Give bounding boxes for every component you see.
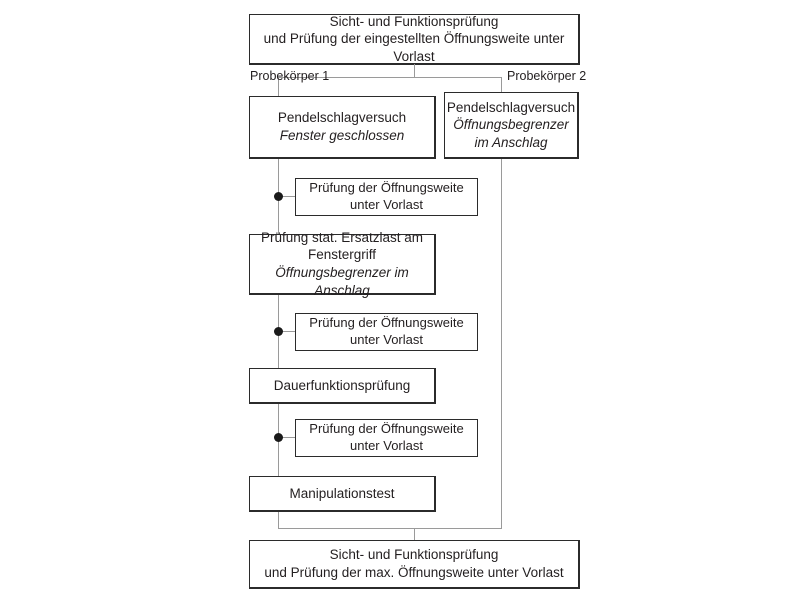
connector-left-spine xyxy=(278,96,279,528)
bullet-check-2 xyxy=(274,327,283,336)
box-pruefung-oeffnungsweite-3: Prüfung der Öffnungsweite unter Vorlast xyxy=(295,419,478,457)
branch-label-probekoerper-2: Probekörper 2 xyxy=(507,69,587,83)
box-top-line-1: Sicht- und Funktionsprüfung xyxy=(329,13,499,29)
connector-branch-left-drop xyxy=(278,77,279,96)
box-ersatzlast-line-1: Prüfung stat. Ersatzlast am xyxy=(260,229,424,245)
box-pendelschlag-left-line-1: Pendelschlagversuch xyxy=(277,110,407,126)
connector-right-spine xyxy=(501,92,502,528)
connector-check-1-stub xyxy=(282,196,295,197)
box-top-sicht-und-funktionspruefung: Sicht- und Funktionsprüfung und Prüfung … xyxy=(249,14,579,64)
box-bottom-line-1: Sicht- und Funktionsprüfung xyxy=(329,547,499,563)
box-manipulationstest: Manipulationstest xyxy=(249,476,435,511)
box-bottom-line-2: und Prüfung der max. Öffnungsweite unter… xyxy=(264,565,564,580)
box-check-2-line-2: unter Vorlast xyxy=(350,332,423,347)
box-dauerfunktionspruefung: Dauerfunktionsprüfung xyxy=(249,368,435,403)
bullet-check-3 xyxy=(274,433,283,442)
box-pruefung-oeffnungsweite-2: Prüfung der Öffnungsweite unter Vorlast xyxy=(295,313,478,351)
connector-bottom-stem xyxy=(414,528,415,540)
box-manipulationstest-line-1: Manipulationstest xyxy=(289,485,395,501)
box-pruefung-stat-ersatzlast: Prüfung stat. Ersatzlast am Fenstergriff… xyxy=(249,230,435,298)
box-pendelschlag-right-line-2: Öffnungsbegrenzer xyxy=(453,117,569,133)
box-check-3-line-1: Prüfung der Öffnungsweite xyxy=(309,421,464,437)
box-check-3-line-2: unter Vorlast xyxy=(350,438,423,453)
box-pendelschlag-right-line-1: Pendelschlagversuch xyxy=(446,99,576,115)
box-check-2-line-1: Prüfung der Öffnungsweite xyxy=(309,315,464,331)
box-check-1-line-1: Prüfung der Öffnungsweite xyxy=(309,180,464,196)
connector-check-3-stub xyxy=(282,437,295,438)
connector-top-stem xyxy=(414,64,415,78)
box-pendelschlagversuch-fenster-geschlossen: Pendelschlagversuch Fenster geschlossen xyxy=(249,96,435,158)
connector-check-2-stub xyxy=(282,331,295,332)
box-top-line-2: und Prüfung der eingestellten Öffnungswe… xyxy=(263,31,565,64)
connector-branch-right-drop xyxy=(501,77,502,92)
box-pendelschlag-left-line-2: Fenster geschlossen xyxy=(279,128,405,143)
bullet-check-1 xyxy=(274,192,283,201)
box-ersatzlast-line-2: Fenstergriff xyxy=(307,247,377,263)
box-check-1-line-2: unter Vorlast xyxy=(350,197,423,212)
box-dauerfunktionspruefung-line-1: Dauerfunktionsprüfung xyxy=(273,377,411,393)
connector-bottom-merge-bar xyxy=(278,528,502,529)
box-ersatzlast-line-3: Öffnungsbegrenzer im Anschlag xyxy=(275,265,409,298)
box-pendelschlagversuch-oeffnungsbegrenzer: Pendelschlagversuch Öffnungsbegrenzer im… xyxy=(444,92,578,158)
box-pruefung-oeffnungsweite-1: Prüfung der Öffnungsweite unter Vorlast xyxy=(295,178,478,216)
box-bottom-sicht-und-funktionspruefung: Sicht- und Funktionsprüfung und Prüfung … xyxy=(249,540,579,588)
branch-label-probekoerper-1: Probekörper 1 xyxy=(250,69,330,83)
box-pendelschlag-right-line-3: im Anschlag xyxy=(474,134,548,150)
connector-top-split-bar xyxy=(278,77,502,78)
